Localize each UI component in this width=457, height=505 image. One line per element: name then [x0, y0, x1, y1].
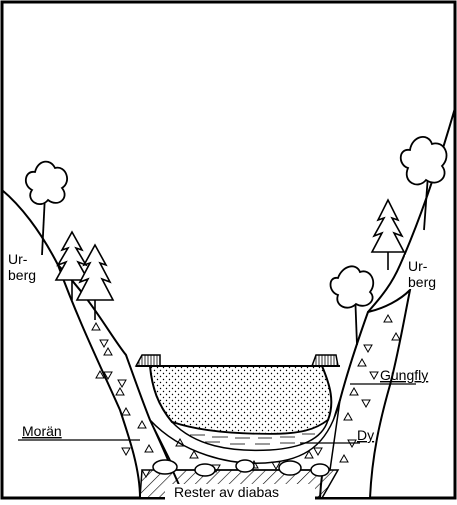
urberg-right-label-line2: berg: [408, 274, 436, 290]
gungfly-left: [136, 355, 160, 366]
urberg-left-label-line2: berg: [8, 267, 36, 283]
gungfly-label: Gungfly: [380, 367, 428, 383]
tree-conifer-right-1: [372, 200, 404, 270]
gungfly-right: [312, 355, 338, 366]
tree-deciduous-left-1: [26, 162, 67, 255]
urberg-right-label-line1: Ur-: [408, 258, 428, 274]
dy-label: Dy: [357, 427, 374, 443]
moraine-right: [320, 290, 410, 498]
tree-deciduous-right-1: [401, 137, 447, 230]
rester-label: Rester av diabas: [174, 484, 279, 500]
moran-label: Morän: [22, 423, 62, 439]
urberg-left-label-line1: Ur-: [8, 251, 28, 267]
